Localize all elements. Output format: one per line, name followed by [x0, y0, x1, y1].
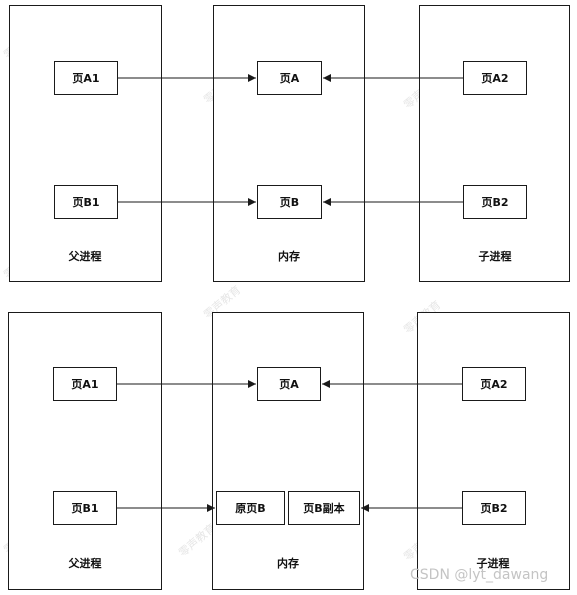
- parent-process-panel: [9, 5, 162, 282]
- memory-page-b: 页B: [257, 185, 322, 219]
- csdn-credit: CSDN @lyt_dawang: [410, 567, 549, 583]
- memory-label: 内存: [277, 557, 299, 570]
- child-page-a2: 页A2: [462, 367, 526, 401]
- child-process-panel: [419, 5, 570, 282]
- memory-page-b-copy: 页B副本: [288, 491, 360, 525]
- parent-page-b1: 页B1: [54, 185, 118, 219]
- child-process-label: 子进程: [476, 557, 510, 570]
- child-process-label: 子进程: [478, 250, 512, 263]
- parent-process-label: 父进程: [68, 557, 102, 570]
- parent-page-a1: 页A1: [53, 367, 117, 401]
- memory-page-a: 页A: [257, 61, 322, 95]
- memory-label: 内存: [278, 250, 300, 263]
- memory-panel: [213, 5, 365, 282]
- child-page-b2: 页B2: [463, 185, 527, 219]
- memory-original-page-b: 原页B: [216, 491, 285, 525]
- memory-page-a: 页A: [257, 367, 321, 401]
- parent-process-panel: [8, 312, 162, 590]
- child-process-panel: [417, 312, 570, 590]
- parent-process-label: 父进程: [68, 250, 102, 263]
- child-page-a2: 页A2: [463, 61, 527, 95]
- child-page-b2: 页B2: [462, 491, 526, 525]
- parent-page-b1: 页B1: [53, 491, 117, 525]
- memory-panel: [212, 312, 364, 590]
- parent-page-a1: 页A1: [54, 61, 118, 95]
